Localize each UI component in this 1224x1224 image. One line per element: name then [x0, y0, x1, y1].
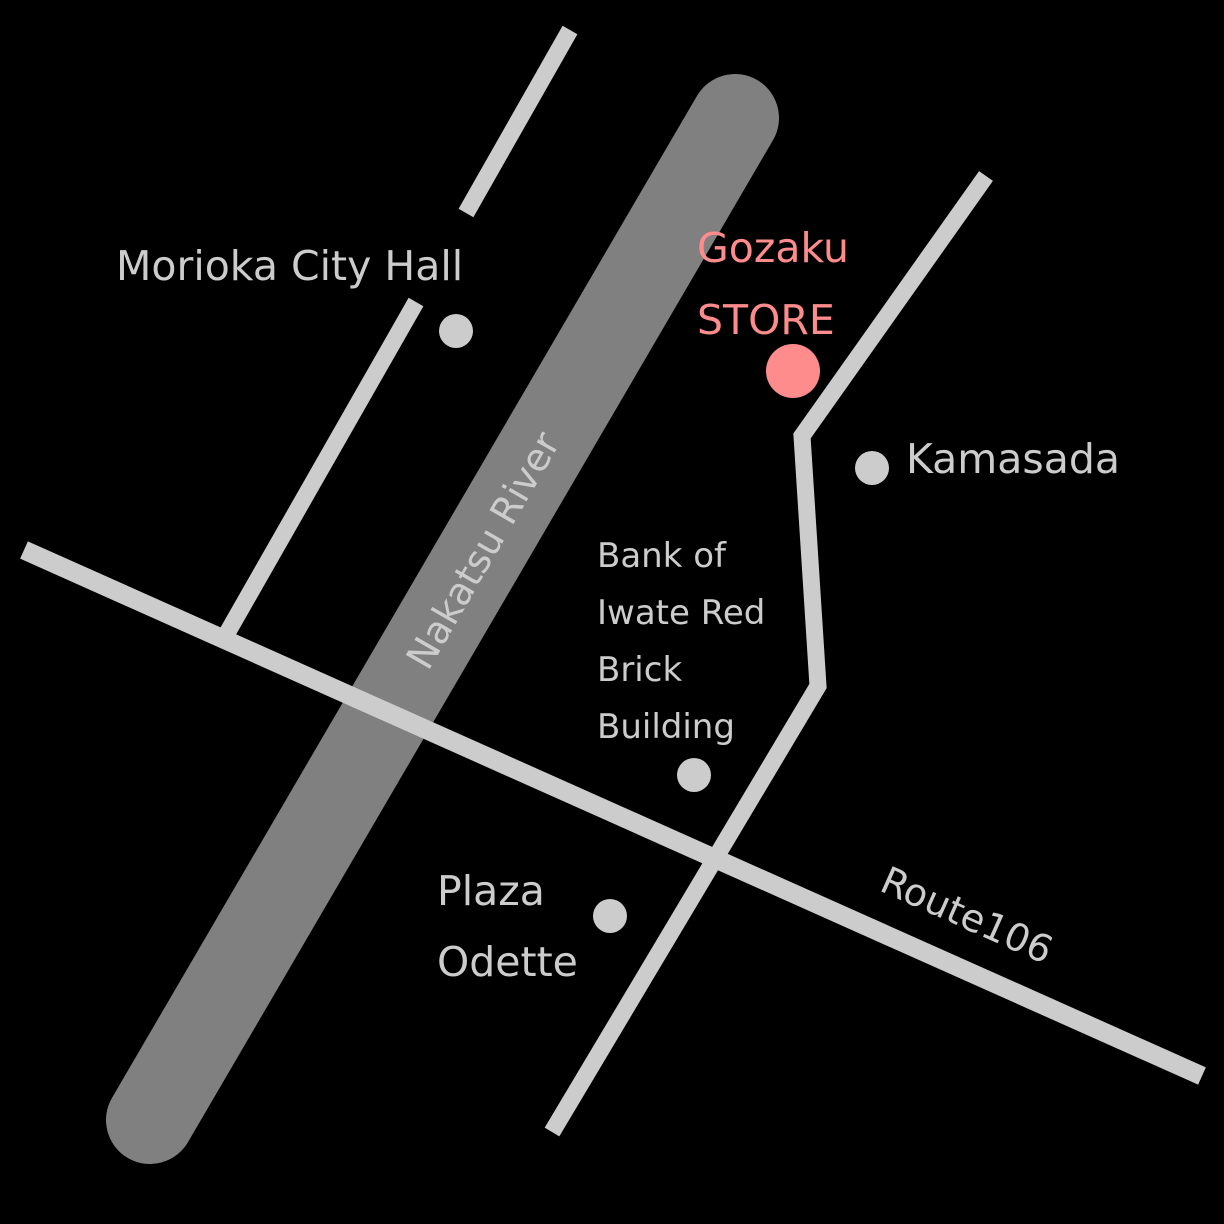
store-name-line1: Gozaku: [697, 224, 849, 272]
bank-marker-icon[interactable]: [677, 758, 711, 792]
plaza-label-line2: Odette: [437, 938, 578, 986]
store-marker-icon[interactable]: [766, 344, 820, 398]
plaza-label-line1: Plaza: [437, 867, 545, 915]
bank-label-line1: Bank of: [597, 536, 727, 576]
bank-label-line2: Iwate Red: [597, 593, 765, 633]
route-106-road[interactable]: [20, 541, 1206, 1085]
city-hall-label: Morioka City Hall: [116, 242, 463, 290]
kamasada-marker-icon[interactable]: [855, 451, 889, 485]
road-north-segment: [458, 25, 578, 218]
bank-label-line3: Brick: [597, 650, 682, 690]
plaza-marker-icon[interactable]: [593, 899, 627, 933]
store-name-line2: STORE: [697, 296, 835, 344]
road-east: [544, 171, 993, 1137]
kamasada-label: Kamasada: [906, 435, 1120, 483]
bank-label-line4: Building: [597, 707, 735, 747]
nakatsu-river: [106, 74, 779, 1164]
city-hall-marker-icon[interactable]: [439, 314, 473, 348]
road-city-hall: [218, 297, 424, 640]
